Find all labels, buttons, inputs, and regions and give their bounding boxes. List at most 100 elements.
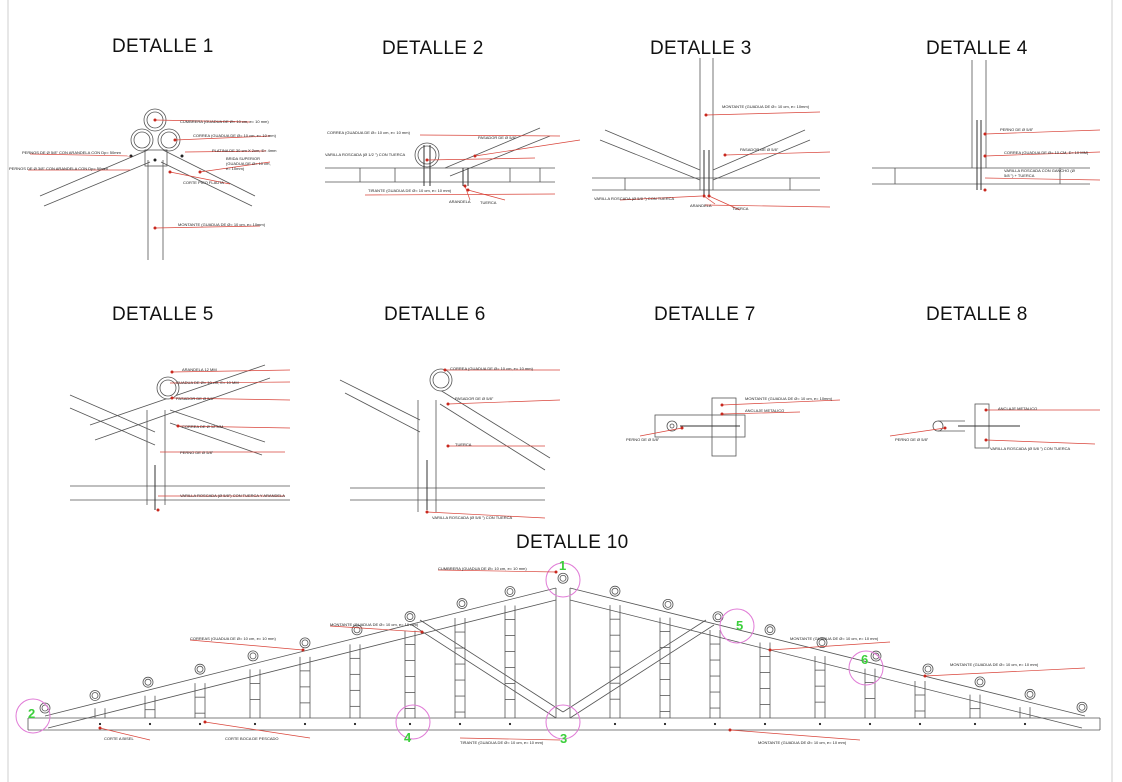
purlin-section: [1076, 701, 1088, 713]
truss-posts: [94, 605, 1031, 726]
d10-label-montante-a: MONTANTE (GUADUA DE Ø= 10 cm, e= 10 mm): [330, 622, 419, 627]
truss-bolt: [663, 722, 667, 726]
d2-label-tirante: TIRANTE (GUADUA DE Ø= 10 cm, e= 10 mm): [368, 188, 452, 193]
truss-bolt: [1023, 722, 1027, 726]
detail-2-drawing: [325, 127, 581, 201]
marker-number-5: 5: [736, 618, 744, 633]
d1-label-correa: CORREA (GUADUA DE Ø= 10 cm, e= 10 mm): [193, 133, 276, 138]
d1-label-corte: CORTE PICO FLAUTA: [183, 180, 224, 185]
purlin-inner: [91, 692, 99, 699]
d5-label-arandela: ARANDELA 12 MM: [182, 367, 217, 372]
d7-label-anclaje: ANCLAJE METALICO: [745, 408, 785, 413]
d10-label-cumbrera: CUMBRERA (GUADUA DE Ø= 10 cm, e= 10 mm): [438, 566, 527, 571]
truss-purlins: [39, 572, 1088, 714]
detail-7-title: DETALLE 7: [654, 304, 756, 325]
detail-10-title: DETALLE 10: [516, 532, 629, 553]
marker-circle-2: [15, 698, 51, 734]
d3-label-tuerca: TUERCA: [732, 206, 749, 211]
detail-8-drawing: [889, 403, 1100, 449]
purlin-inner: [559, 574, 567, 582]
detail-7-drawing: [639, 397, 841, 457]
detail-5-title: DETALLE 5: [112, 304, 214, 325]
purlin-inner: [144, 678, 152, 686]
truss-bolt: [148, 722, 152, 726]
truss-bolt: [918, 722, 922, 726]
purlin-section: [609, 585, 621, 597]
marker-number-6: 6: [861, 652, 869, 667]
d10-label-tirante: TIRANTE (GUADUA DE Ø= 10 cm, e= 10 mm): [460, 740, 544, 745]
purlin-inner: [714, 613, 722, 621]
truss-bolt: [98, 722, 102, 726]
purlin-section: [557, 572, 569, 584]
marker-circle-1: [545, 562, 581, 598]
detail-1-title: DETALLE 1: [112, 36, 214, 57]
purlin-inner: [766, 626, 774, 634]
marker-circle-4: [395, 704, 431, 740]
truss-bolt: [198, 722, 202, 726]
detail-4-drawing: [872, 60, 1101, 192]
marker-circle-3: [545, 704, 581, 740]
purlin-inner: [301, 639, 309, 647]
detail-5-drawing: [69, 364, 291, 512]
d6-label-pasador: PASADOR DE Ø 5/8": [455, 396, 494, 401]
truss-bolt: [613, 722, 617, 726]
marker-circle-5: [719, 608, 755, 644]
purlin-section: [299, 637, 311, 649]
d7-label-perno: PERNO DE Ø 5/8": [626, 437, 660, 442]
d3-label-pasador: PASADOR DE Ø 5/8": [740, 147, 779, 152]
marker-number-2: 2: [28, 706, 36, 721]
purlin-inner: [924, 665, 932, 673]
purlin-section: [662, 598, 674, 610]
purlin-section: [89, 690, 101, 701]
truss-bolt: [818, 722, 822, 726]
d10-label-montante-d: MONTANTE (GUADUA DE Ø= 10 cm, e= 10 mm): [758, 740, 847, 745]
detail-2-title: DETALLE 2: [382, 38, 484, 59]
d4-label-correa: CORREA (GUADUA DE Ø= 10 CM, E= 10 MM): [1004, 150, 1089, 155]
truss-bolt: [253, 722, 257, 726]
purlin-section: [142, 676, 154, 688]
purlin-inner: [976, 678, 984, 686]
detail-1-drawing: [28, 108, 271, 260]
truss-bolt: [973, 722, 977, 726]
detail-6-title: DETALLE 6: [384, 304, 486, 325]
detail-3-drawing: [592, 58, 831, 211]
d5-label-perno: PERNO DE Ø 5/8": [180, 450, 214, 455]
purlin-inner: [196, 665, 204, 673]
purlin-inner: [818, 639, 826, 647]
d2-label-varilla: VARILLA ROSCADA (Ø 1/2 ") CON TUERCA: [325, 152, 406, 157]
d3-label-varilla: VARILLA ROSCADA (Ø 5/8 ") CON TUERCA: [594, 196, 675, 201]
d1-label-montante: MONTANTE (GUADUA DE Ø= 10 cm, e= 10mm): [178, 222, 266, 227]
purlin-inner: [1026, 690, 1034, 698]
purlin-section: [456, 598, 468, 609]
d5-label-varilla: VARILLA ROSCADA (Ø 5/8") CON TUERCA Y AR…: [180, 493, 285, 498]
marker-circle-6: [848, 650, 884, 686]
d8-label-perno: PERNO DE Ø 5/8": [895, 437, 929, 442]
d2-label-correa: CORREA (GUADUA DE Ø= 10 cm, e= 10 mm): [327, 130, 410, 135]
detail-10-leaders: [98, 569, 1086, 741]
purlin-inner: [611, 587, 619, 595]
d10-label-montante-c: MONTANTE (GUADUA DE Ø= 10 cm, e= 10 mm): [950, 662, 1039, 667]
d10-label-corte-bisel: CORTE A BISEL: [104, 736, 134, 741]
truss-bolt: [303, 722, 307, 726]
d5-label-correa: CORREA DE Ø 12 MM: [182, 424, 224, 429]
d4-label-varilla: VARILLA ROSCADA CON GANCHO (Ø 5/8 ") + T…: [1004, 168, 1075, 178]
detail-6-drawing: [339, 368, 561, 519]
purlin-section: [247, 650, 259, 662]
marker-number-4: 4: [404, 730, 412, 745]
d10-label-montante-b: MONTANTE (GUADUA DE Ø= 10 cm, e= 10 mm): [790, 636, 879, 641]
d6-label-varilla: VARILLA ROSCADA (Ø 5/8 ") CON TUERCA: [432, 515, 513, 520]
truss-bolt: [508, 722, 512, 726]
purlin-inner: [1078, 703, 1086, 711]
purlin-section: [974, 676, 986, 688]
detail-4-title: DETALLE 4: [926, 38, 1028, 59]
purlin-inner: [872, 652, 880, 660]
d2-label-tuerca: TUERCA: [480, 200, 497, 205]
d10-label-correas: CORREAS (GUADUA DE Ø= 10 cm, e= 10 mm): [190, 636, 276, 641]
marker-number-1: 1: [559, 558, 567, 573]
truss-bolt: [868, 722, 872, 726]
detail-10-truss: [27, 587, 1101, 731]
d2-label-pasador: PASADOR DE Ø 5/8": [478, 135, 517, 140]
d1-label-pernos-3-8: PERNOS DE Ø 3/8" CON ARANDELA CON Dp= 50…: [9, 166, 108, 171]
detail-3-title: DETALLE 3: [650, 38, 752, 59]
d5-label-guadua: GUADUA DE Ø= 10 cm, E= 10 MM: [176, 380, 239, 385]
